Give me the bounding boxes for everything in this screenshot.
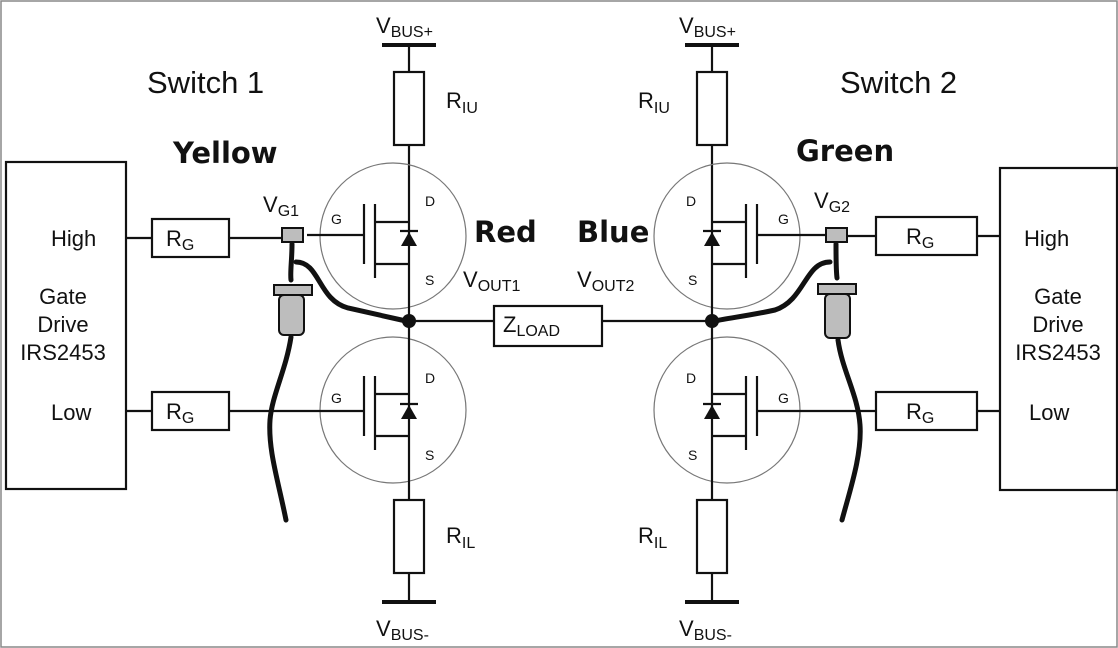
vbus-plus-label-left: VBUS+ xyxy=(376,13,433,41)
pin-d: D xyxy=(686,370,696,386)
pin-g: G xyxy=(331,390,342,406)
probe-cable xyxy=(288,241,295,283)
vout1-label: VOUT1 xyxy=(463,267,520,295)
rg-resistor-low-right xyxy=(874,390,979,432)
driver-gate-label-left: Gate xyxy=(39,284,87,309)
rg-resistor-high-right xyxy=(874,215,979,257)
red-label: Red xyxy=(474,215,537,249)
pin-g: G xyxy=(778,211,789,227)
vg1-test-point xyxy=(281,227,304,243)
vbus-minus-label-left: VBUS- xyxy=(376,616,429,644)
riu-resistor-right xyxy=(695,70,729,147)
probe-cable xyxy=(835,337,863,523)
pin-s: S xyxy=(425,447,434,463)
driver-drive-label-right: Drive xyxy=(1032,312,1083,337)
rg-label-low-left: RG xyxy=(166,399,194,427)
vbus-minus-label-right: VBUS- xyxy=(679,616,732,644)
gate-driver-right xyxy=(998,166,1118,492)
vout2-label: VOUT2 xyxy=(577,267,634,295)
driver-chip-label-left: IRS2453 xyxy=(20,340,106,365)
rg-resistor-high-left xyxy=(150,217,231,259)
body-diode xyxy=(704,232,720,246)
riu-label-right: RIU xyxy=(638,88,670,117)
vbus-plus-label-right: VBUS+ xyxy=(679,13,736,41)
body-diode xyxy=(704,405,720,419)
pin-g: G xyxy=(331,211,342,227)
probe-body-left xyxy=(278,294,305,336)
pin-d: D xyxy=(686,193,696,209)
rg-label-high-left: RG xyxy=(166,226,194,254)
probe-cable xyxy=(833,241,840,281)
probe-collar-right xyxy=(817,283,857,295)
pin-s: S xyxy=(688,272,697,288)
vg2-test-point xyxy=(825,227,848,243)
pin-s: S xyxy=(425,272,434,288)
pin-s: S xyxy=(688,447,697,463)
body-diode xyxy=(401,405,417,419)
driver-gate-label-right: Gate xyxy=(1034,284,1082,309)
riu-resistor-left xyxy=(392,70,426,147)
probe-ground-lead xyxy=(293,259,409,324)
driver-high-label-right: High xyxy=(1024,226,1069,251)
ril-resistor-left xyxy=(392,498,426,575)
probe-body-right xyxy=(824,293,851,339)
node-vout2 xyxy=(705,314,719,328)
yellow-label: Yellow xyxy=(172,136,278,170)
vg2-label: VG2 xyxy=(814,188,850,216)
switch2-title: Switch 2 xyxy=(840,65,957,100)
blue-label: Blue xyxy=(577,215,649,249)
driver-low-label-right: Low xyxy=(1029,400,1069,425)
body-diode xyxy=(401,232,417,246)
rg-label-low-right: RG xyxy=(906,399,934,427)
probe-ground-lead xyxy=(712,259,833,324)
rg-label-high-right: RG xyxy=(906,224,934,252)
zload-label: ZLOAD xyxy=(503,312,560,340)
vg1-label: VG1 xyxy=(263,192,299,220)
ril-resistor-right xyxy=(695,498,729,575)
driver-high-label-left: High xyxy=(51,226,96,251)
driver-chip-label-right: IRS2453 xyxy=(1015,340,1101,365)
probe-collar-left xyxy=(273,284,313,296)
pin-d: D xyxy=(425,193,435,209)
driver-drive-label-left: Drive xyxy=(37,312,88,337)
probe-cable xyxy=(267,334,294,523)
ril-label-right: RIL xyxy=(638,523,667,552)
driver-low-label-left: Low xyxy=(51,400,91,425)
riu-label-left: RIU xyxy=(446,88,478,117)
pin-g: G xyxy=(778,390,789,406)
zload-box xyxy=(492,304,604,348)
green-label: Green xyxy=(796,134,894,168)
rg-resistor-low-left xyxy=(150,390,231,432)
ril-label-left: RIL xyxy=(446,523,475,552)
pin-d: D xyxy=(425,370,435,386)
gate-driver-left xyxy=(4,160,128,491)
switch1-title: Switch 1 xyxy=(147,65,264,100)
